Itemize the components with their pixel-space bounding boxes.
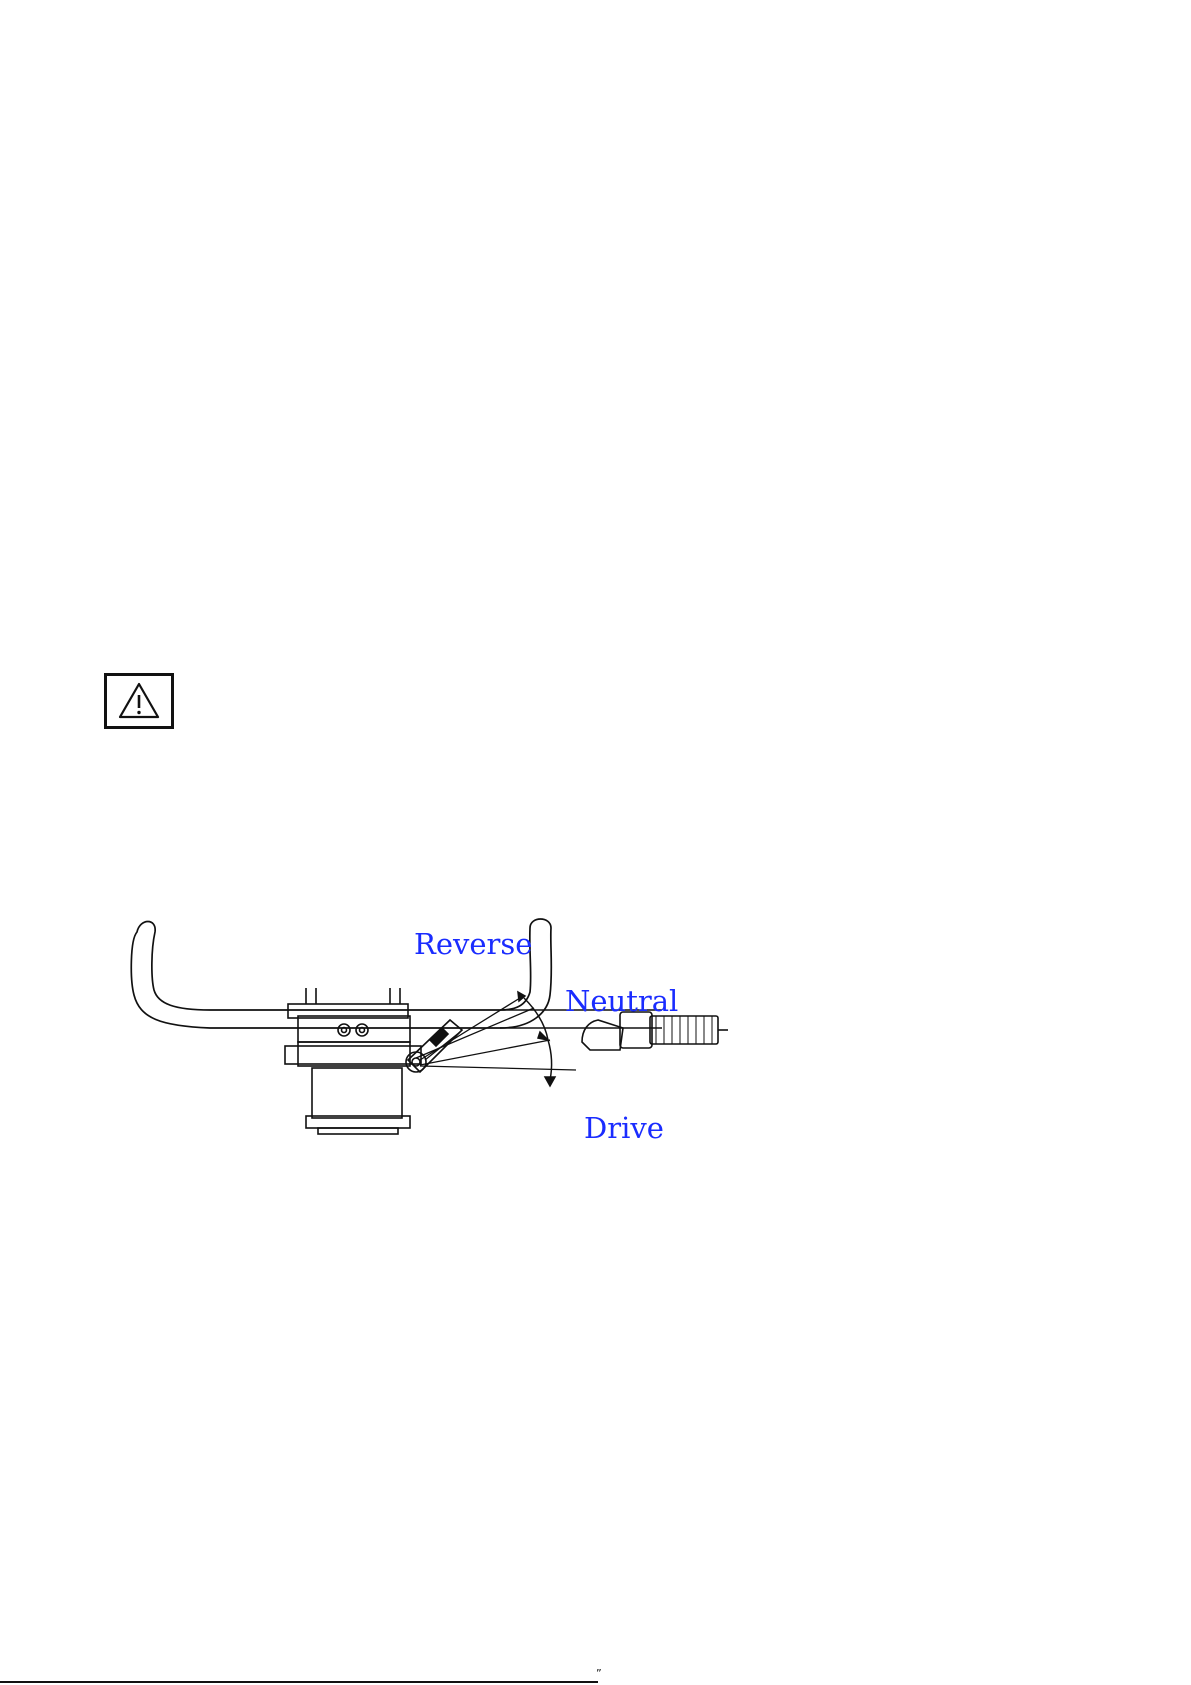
footer-rule xyxy=(0,1681,598,1683)
footer-mark: ” xyxy=(596,1667,602,1680)
handlebar-diagram: Reverse Neutral Drive xyxy=(120,900,780,1190)
angle-arcs xyxy=(518,992,555,1086)
label-reverse: Reverse xyxy=(414,927,532,961)
warning-triangle-icon xyxy=(104,673,174,729)
label-drive: Drive xyxy=(584,1111,664,1145)
label-neutral: Neutral xyxy=(565,984,678,1018)
